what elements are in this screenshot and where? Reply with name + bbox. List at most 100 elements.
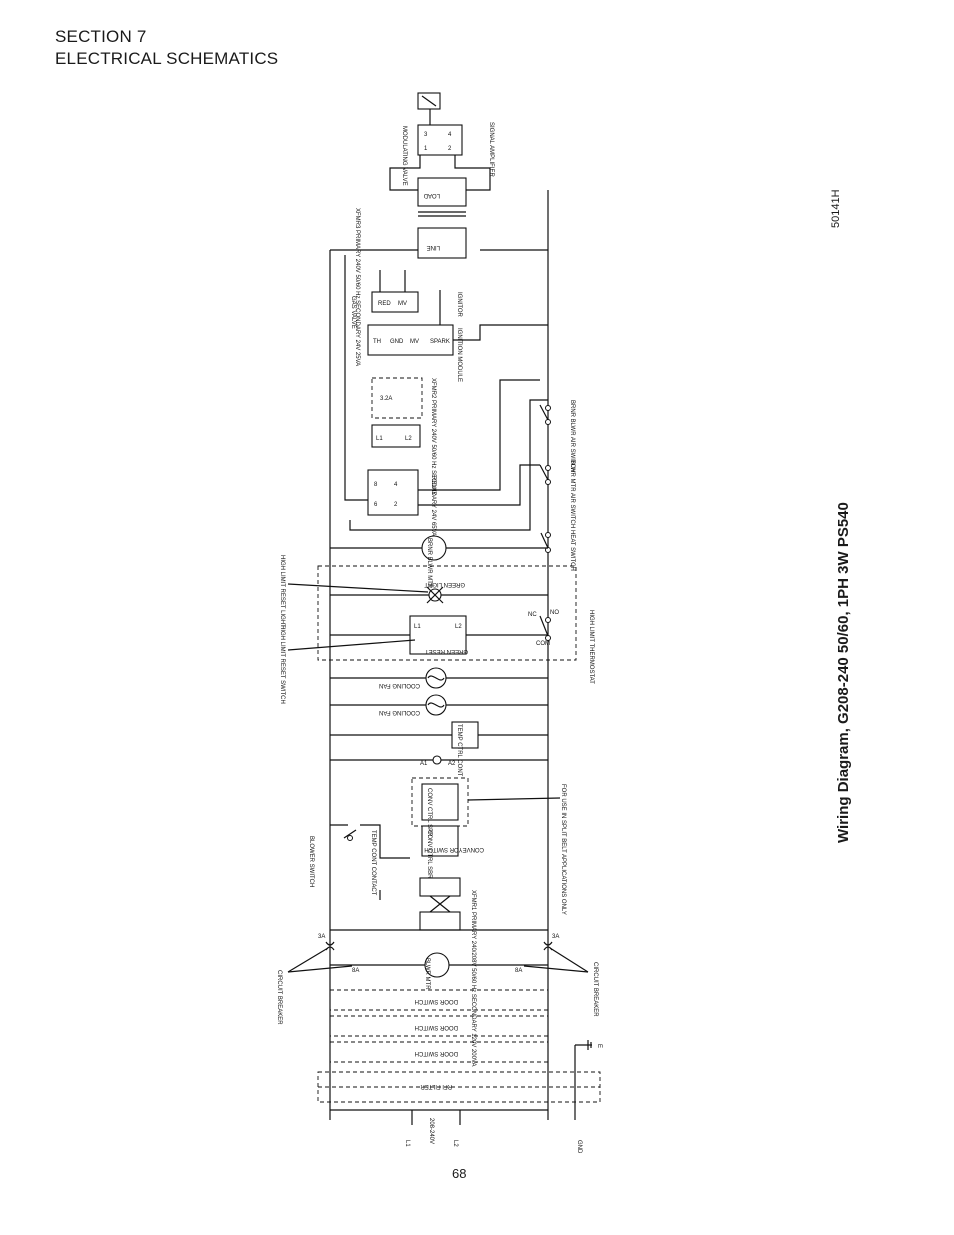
label-temp-cont-contact: TEMP CONT CONTACT [370,830,376,896]
gas-valve: RED MV [371,291,419,313]
label-split-belt-note: FOR USE IN SPLIT BELT APPLICATIONS ONLY [560,784,566,915]
heat-switch [540,532,551,553]
label-brnr-blwr-mtr: BRNR BLWR MTR [426,538,432,589]
label-rfi-filter: RFI FILTER [420,1083,452,1089]
svg-text:L2: L2 [455,624,462,630]
document-number: 50141H [830,189,842,228]
label-xfmr2: XFMR2 PRIMARY 240V 50/60 Hz SECONDARY 24… [430,378,436,536]
callout-split-belt [467,797,561,801]
svg-text:3.2A: 3.2A [380,396,392,402]
svg-text:2: 2 [448,146,452,152]
label-high-limit-thermostat: HIGH LIMIT THERMOSTAT [588,610,594,684]
svg-text:L1: L1 [414,624,421,630]
svg-text:L1: L1 [376,436,383,442]
blwr-mtr [424,952,450,978]
label-conv-ctrl-spr: CONV CTRL SPR [426,788,432,837]
label-door-switch-3: DOOR SWITCH [415,1050,458,1056]
modulating-valve [417,92,441,125]
label-e: E [596,1044,602,1048]
transformer-xfmr3: LOAD LINE [417,177,467,259]
label-high-limit-reset-switch: HIGH LIMIT RESET SWITCH [279,625,285,704]
transformer-xfmr2: 3.2A L1 L2 [371,377,423,448]
conv-ctrl-sbr [421,825,459,857]
svg-text:4: 4 [394,482,398,488]
label-cooling-fan-2: COOLING FAN [379,709,420,715]
svg-text:RED: RED [378,301,391,307]
page-number: 68 [452,1166,467,1181]
label-xfmr1: XFMR1 PRIMARY 240/208V 50/60 Hz SECONDAR… [470,890,476,1067]
label-com: COM [536,641,550,647]
temp-ctrl-cont [451,721,479,749]
label-conv-ctrl-sbr: CONV CTRL SBR [426,830,432,879]
label-breaker-8a-right: 8A [515,968,522,974]
cooling-fan-1-icon [425,667,447,689]
label-modulating-valve: MODULATING VALVE [401,126,407,186]
high-limit-enclosure [317,565,577,661]
label-temp-ctrl-cont: TEMP CTRL CONT [456,724,462,777]
svg-text:3: 3 [424,132,428,138]
cooling-fan-2-icon [425,694,447,716]
high-limit-thermostat [539,615,551,641]
svg-text:GND: GND [390,339,404,345]
label-gas-valve: GAS VALVE [350,296,356,329]
label-high-limit-reset-light: HIGH LIMIT RESET LIGHT [279,555,285,628]
callout-reset-light [287,583,429,593]
label-green-reset: GREEN RESET [425,648,468,654]
brnr-blwr-air-switch [539,404,551,425]
svg-text:1: 1 [424,146,428,152]
label-relay: RELAY [430,476,436,495]
label-green-light: GREEN LIGHT [424,581,465,587]
blower-switch [343,829,357,841]
door-switch-3 [329,1041,549,1063]
signal-amplifier: 3 4 1 2 [417,124,463,156]
label-signal-amplifier: SIGNAL AMPLIFIER [488,122,494,177]
label-circuit-breaker-right: CIRCUIT BREAKER [592,962,598,1017]
label-supply: 208-240V [428,1118,434,1144]
svg-text:L2: L2 [405,436,412,442]
section-number: SECTION 7 [55,27,147,46]
svg-text:6: 6 [374,502,378,508]
svg-text:SPARK: SPARK [430,339,450,345]
label-cooling-fan-1: COOLING FAN [379,682,420,688]
svg-text:MV: MV [410,339,419,345]
brnr-blwr-mtr [421,535,447,561]
green-light-icon [426,586,444,604]
label-l1: L1 [404,1140,410,1147]
green-reset: L1 L2 [409,615,467,655]
label-a1: A1 [420,761,428,767]
section-title: ELECTRICAL SCHEMATICS [55,49,279,68]
label-gnd: GND [576,1140,582,1154]
door-switch-2 [329,1015,549,1037]
svg-text:4: 4 [448,132,452,138]
svg-text:TH: TH [373,339,381,345]
label-a2: A2 [448,761,456,767]
relay: 8 4 6 2 [367,469,419,516]
label-no: NO [550,610,559,616]
label-xfmr3: XFMR3 PRIMARY 240V 50/60 Hz SECONDARY 24… [354,208,360,366]
svg-text:2: 2 [394,502,398,508]
label-breaker-3a-right: 3A [552,934,559,940]
door-switch-1 [329,989,549,1011]
ignition-module: TH GND MV SPARK [367,324,454,356]
transformer-xfmr1 [419,877,461,931]
a1-a2-coil [432,755,442,765]
label-blower-switch: BLOWER SWITCH [308,836,314,887]
svg-text:LINE: LINE [427,244,440,250]
label-brnr-blwr-air-switch: BRNR BLWR AIR SWITCH [569,400,575,472]
label-breaker-8a-left: 8A [352,968,359,974]
label-l2: L2 [452,1140,458,1147]
label-circuit-breaker-left: CIRCUIT BREAKER [276,970,282,1025]
svg-text:LOAD: LOAD [423,192,440,198]
svg-text:MV: MV [398,301,407,307]
label-door-switch-2: DOOR SWITCH [415,1024,458,1030]
label-conveyor-switch: CONVEYOR SWITCH [424,846,484,852]
svg-text:8: 8 [374,482,378,488]
label-blwr-mtr-air-switch: BLWR MTR AIR SWITCH [569,460,575,528]
label-ignitor: IGNITOR [456,292,462,318]
label-heat-switch: HEAT SWITCH [569,530,575,571]
conv-ctrl-spr [411,777,469,827]
diagram-title: Wiring Diagram, G208-240 50/60, 1PH 3W P… [835,502,852,843]
label-nc: NC [528,612,537,618]
callout-reset-switch [287,639,416,651]
